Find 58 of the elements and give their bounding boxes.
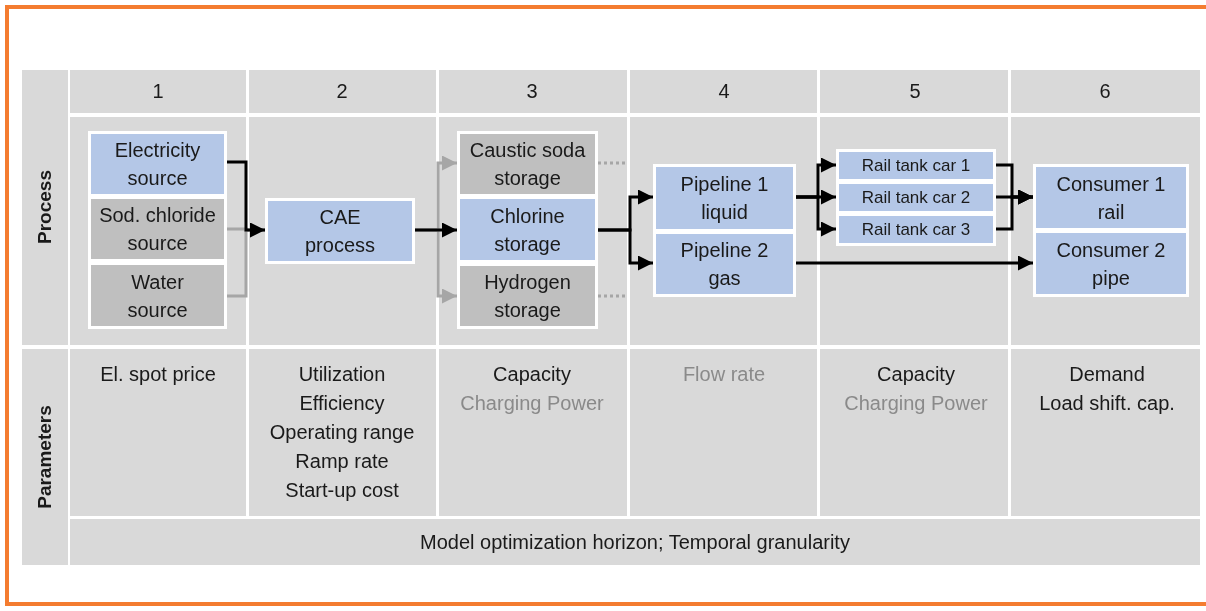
arrow bbox=[415, 222, 457, 238]
process-box bbox=[836, 181, 996, 214]
process-box bbox=[457, 263, 598, 329]
parameter-text: Charging Power bbox=[460, 391, 604, 415]
parameter-text: El. spot price bbox=[100, 362, 216, 386]
process-box bbox=[457, 196, 598, 263]
parameter-text: Operating range bbox=[269, 420, 415, 444]
parameter-text: Demand bbox=[1069, 362, 1145, 386]
process-box bbox=[653, 231, 796, 297]
box-label: Rail tank car 1 bbox=[861, 154, 971, 177]
parameter-text: Charging Power bbox=[844, 391, 988, 415]
parameter-text: Ramp rate bbox=[295, 449, 389, 473]
process-box bbox=[1033, 230, 1189, 297]
process-box bbox=[836, 213, 996, 246]
parameter-text: Flow rate bbox=[682, 362, 766, 386]
box-label: Pipeline 2 gas bbox=[679, 238, 770, 291]
column-number: 4 bbox=[718, 79, 730, 103]
arrow bbox=[796, 255, 1033, 271]
parameter-text: Start-up cost bbox=[285, 478, 399, 502]
process-box bbox=[836, 149, 996, 182]
arrow bbox=[796, 195, 836, 237]
box-label: Rail tank car 2 bbox=[861, 186, 971, 209]
parameter-text: Capacity bbox=[493, 362, 571, 386]
column-number: 6 bbox=[1099, 79, 1111, 103]
parameter-text: Capacity bbox=[877, 362, 955, 386]
process-box bbox=[653, 164, 796, 232]
parameter-text: Efficiency bbox=[299, 391, 385, 415]
dotted-line bbox=[598, 161, 625, 165]
row-header: Process bbox=[34, 170, 56, 244]
box-label: Consumer 2 pipe bbox=[1055, 237, 1167, 291]
column-number: 3 bbox=[526, 79, 538, 103]
arrow bbox=[996, 189, 1033, 231]
row-header: Parameters bbox=[34, 405, 56, 509]
box-label: Rail tank car 3 bbox=[861, 218, 971, 241]
box-label: Caustic soda storage bbox=[468, 138, 587, 191]
process-box bbox=[1033, 164, 1189, 231]
column-number: 5 bbox=[909, 79, 921, 103]
arrow bbox=[227, 160, 265, 238]
box-label: CAE process bbox=[304, 205, 376, 258]
box-label: Consumer 1 rail bbox=[1055, 171, 1167, 225]
box-label: Pipeline 1 liquid bbox=[679, 172, 770, 225]
parameter-text: Utilization bbox=[298, 362, 386, 386]
footer-text: Model optimization horizon; Temporal granularity bbox=[420, 530, 850, 554]
box-label: Chlorine storage bbox=[489, 203, 566, 257]
box-label: Water source bbox=[126, 269, 189, 323]
dotted-line bbox=[598, 294, 625, 298]
parameter-text: Load shift. cap. bbox=[1039, 391, 1175, 415]
column-number: 1 bbox=[152, 79, 164, 103]
process-box bbox=[88, 196, 227, 262]
column-number: 2 bbox=[336, 79, 348, 103]
arrow bbox=[598, 228, 653, 271]
box-label: Hydrogen storage bbox=[483, 270, 572, 323]
box-label: Electricity source bbox=[113, 138, 202, 191]
process-box bbox=[88, 131, 227, 197]
process-box bbox=[88, 262, 227, 329]
box-label: Sod. chloride source bbox=[98, 203, 217, 256]
process-box bbox=[457, 131, 598, 197]
process-box bbox=[265, 198, 415, 264]
